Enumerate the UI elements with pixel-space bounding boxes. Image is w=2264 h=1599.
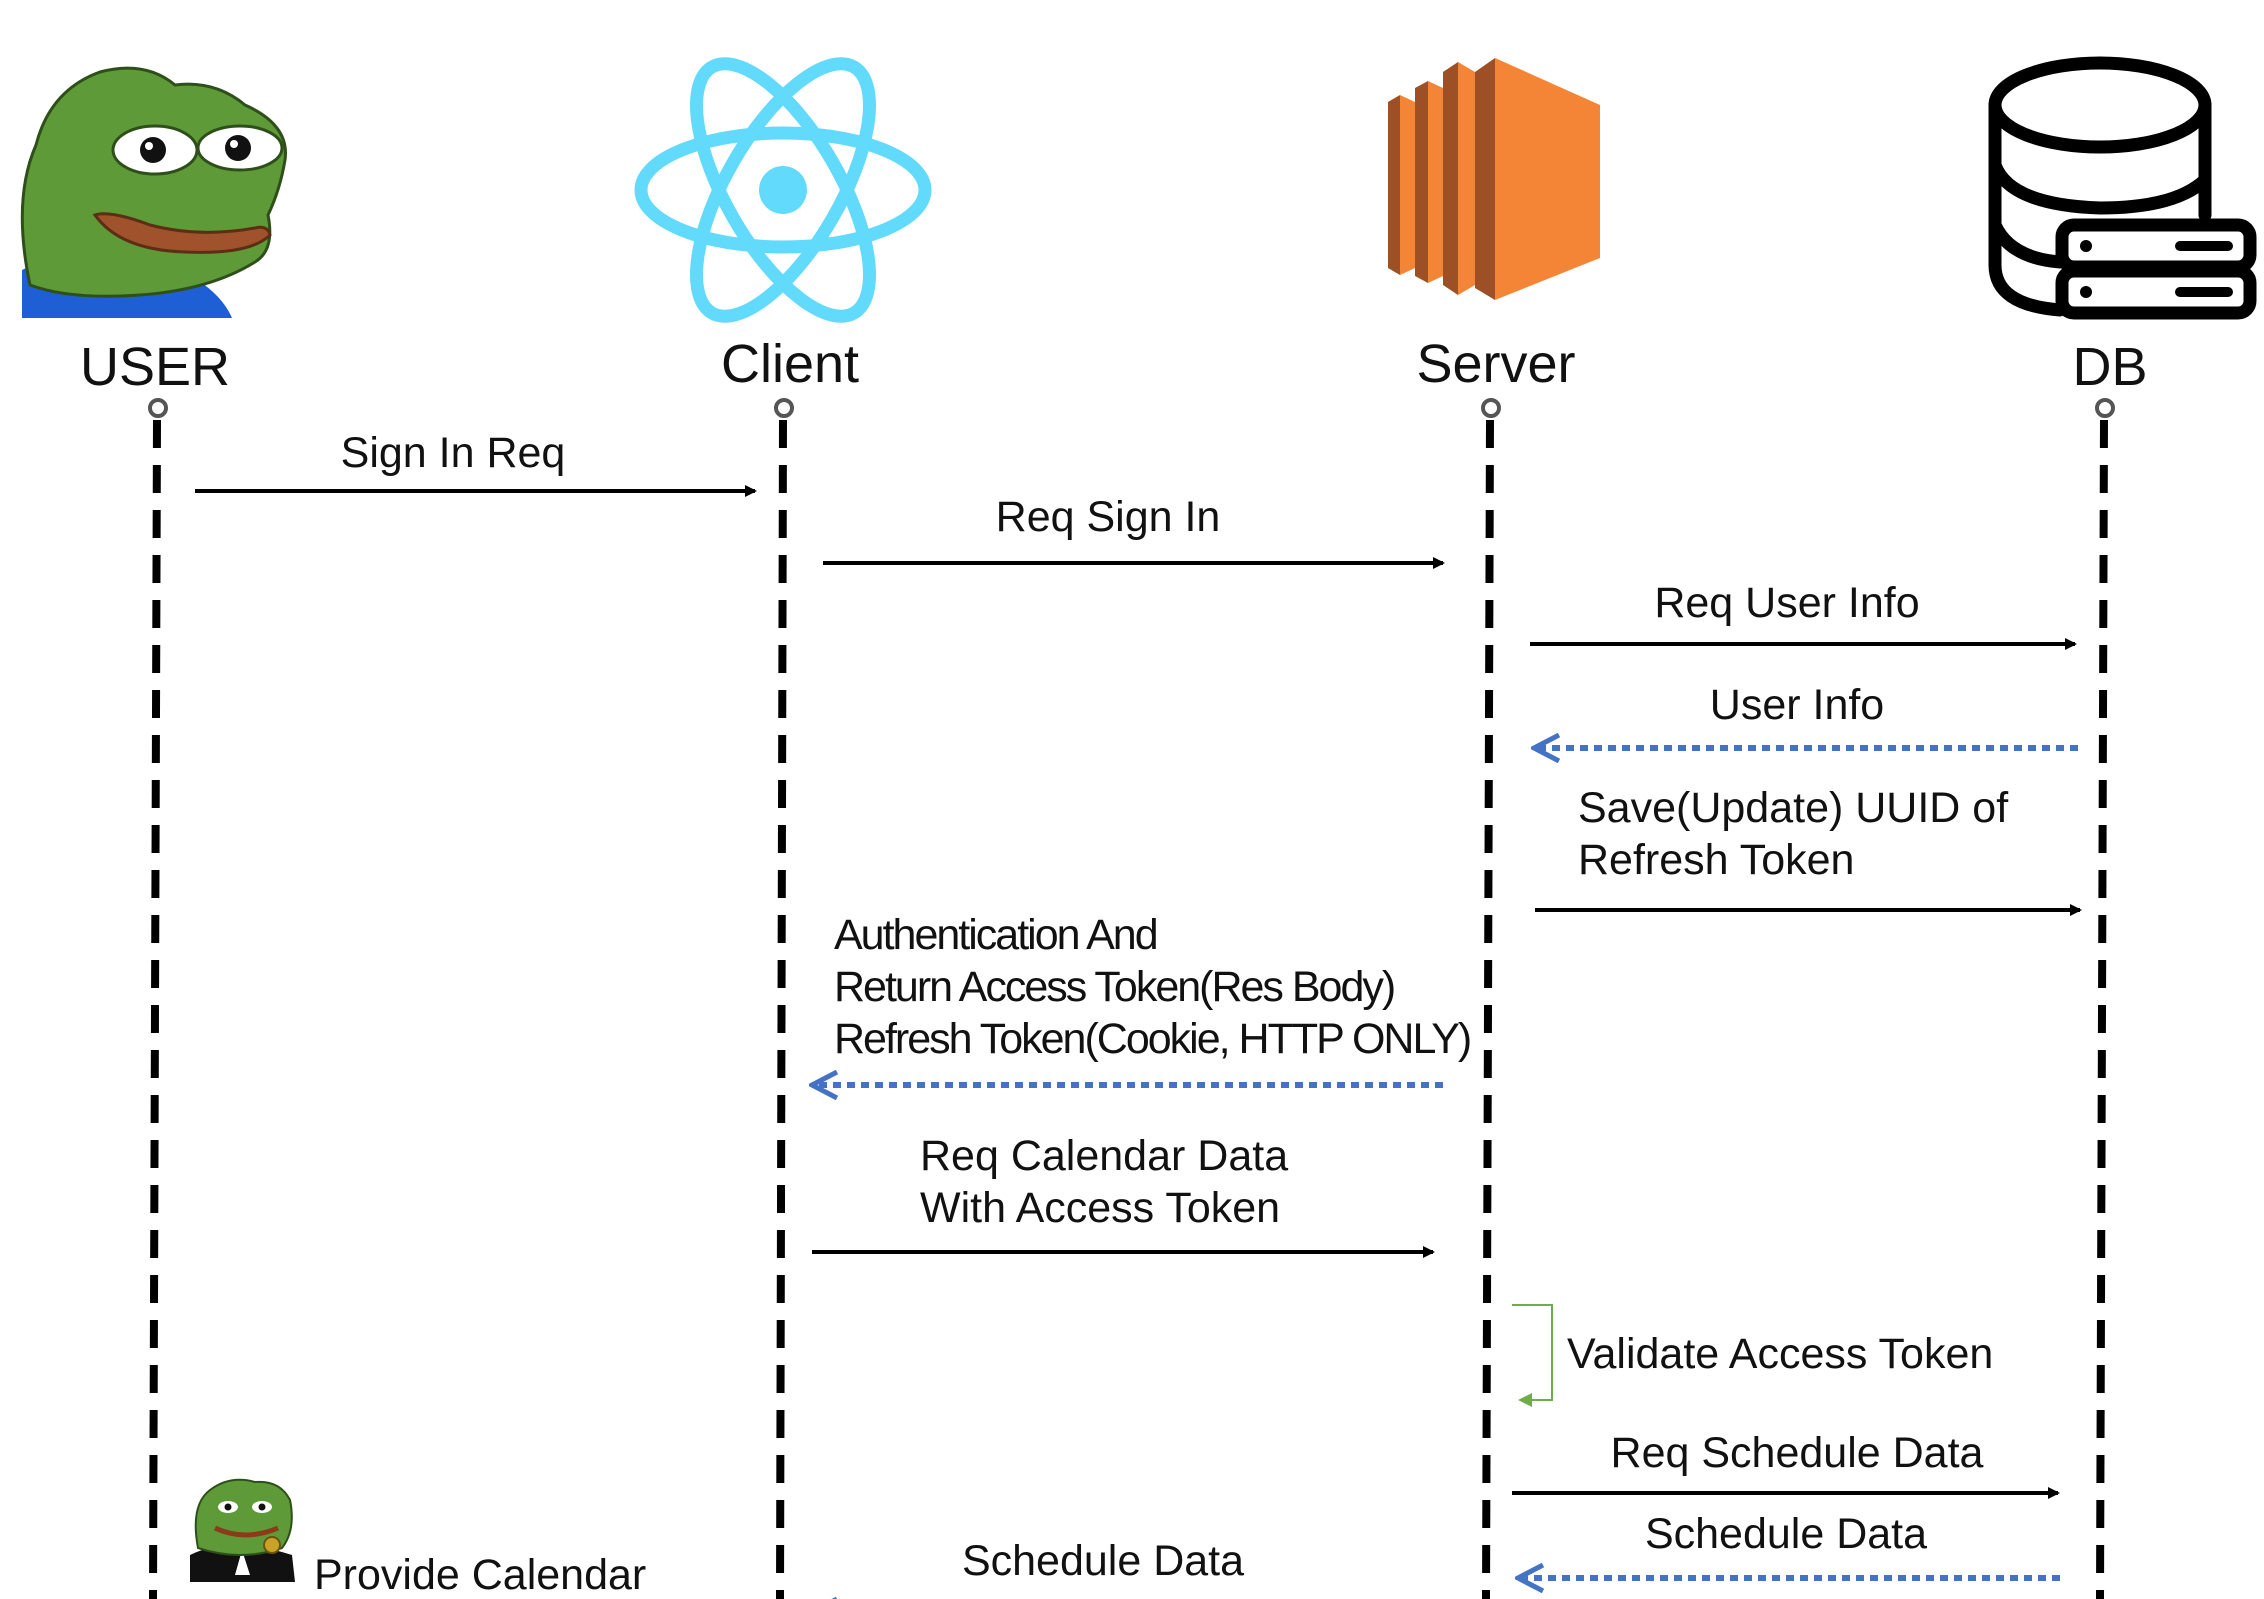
message-label: Schedule Data [962,1537,1244,1585]
message-label: Return Access Token(Res Body) [834,963,1394,1011]
frog-avatar-icon [20,66,287,318]
message-label: Refresh Token [1578,836,1854,884]
lifeline-server [1481,398,1501,1599]
message-label: User Info [1710,681,1884,729]
database-server-icon [1988,56,2257,320]
message-req-sign-in: Req Sign In [823,493,1445,569]
aws-ec2-icon [1388,58,1600,300]
message-user-info: User Info [1534,681,2078,748]
message-label: Schedule Data [1645,1510,1927,1558]
actor-label-user: USER [80,337,230,397]
lifeline-db [2095,398,2115,1599]
message-req-user-info: Req User Info [1530,579,2077,650]
message-req-calendar-data: Req Calendar Data With Access Token [812,1132,1435,1258]
actor-label-db: DB [2072,337,2147,397]
note-provide-calendar: Provide Calendar [190,1478,646,1599]
message-validate-access-token: Validate Access Token [1512,1304,1993,1407]
frog-avatar-small-icon [190,1478,295,1582]
actor-label-server: Server [1416,334,1575,394]
react-atom-icon [634,57,932,323]
message-label: Sign In Req [341,429,566,477]
message-label: Validate Access Token [1567,1330,1993,1378]
message-req-schedule-data: Req Schedule Data [1512,1429,2060,1499]
message-label: Save(Update) UUID of [1578,784,2009,832]
message-label: Req Calendar Data [920,1132,1288,1180]
lifeline-user [148,398,168,1599]
message-label: Req Sign In [996,493,1221,541]
message-schedule-data-db: Schedule Data [1518,1510,2060,1578]
message-label: Authentication And [834,911,1157,959]
message-save-uuid: Save(Update) UUID of Refresh Token [1535,784,2082,916]
lifeline-client [774,398,794,1599]
message-schedule-data-server: Schedule Data [812,1537,1244,1599]
note-text: Provide Calendar [314,1551,646,1599]
message-auth-return-tokens: Authentication And Return Access Token(R… [812,911,1472,1085]
message-label: Refresh Token(Cookie, HTTP ONLY) [834,1015,1470,1063]
message-label: Req User Info [1654,579,1919,627]
actor-label-client: Client [721,334,859,394]
message-sign-in-req: Sign In Req [195,429,757,497]
message-label: With Access Token [920,1184,1280,1232]
message-label: Req Schedule Data [1611,1429,1984,1477]
